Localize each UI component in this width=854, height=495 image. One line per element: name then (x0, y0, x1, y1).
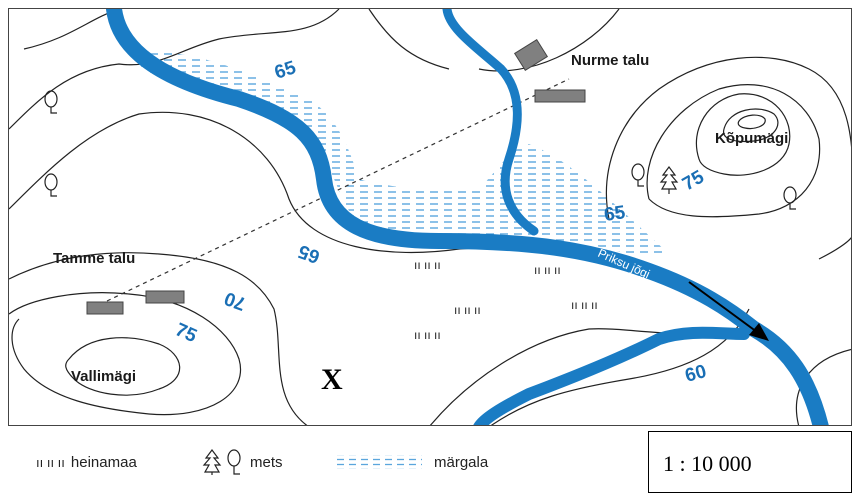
legend-wetland: märgala (336, 448, 488, 476)
contour-line (368, 9, 450, 70)
wetland-legend-icon (336, 455, 422, 469)
building (513, 38, 549, 72)
river-tributary (442, 9, 539, 236)
meadow-symbols: ıı ıı ıı ıı ıı ıı ıı ıı ıı ıı ıı ıı ıı ı… (414, 258, 598, 342)
contour-label: 65 (272, 57, 299, 84)
scale-text: 1 : 10 000 (663, 451, 752, 476)
building (145, 290, 185, 304)
direction-arrow (688, 281, 769, 341)
legend-wetland-label: märgala (434, 453, 489, 471)
contour-line (9, 9, 340, 130)
contour-line (723, 108, 779, 143)
place-label-nurme: Nurme talu (571, 52, 650, 69)
deciduous-tree-icon (783, 186, 797, 210)
contour-line (490, 308, 750, 425)
profile-line (106, 78, 570, 302)
map-canvas: Priksu jõgi ıı ıı ıı ıı ıı ıı ıı ıı ıı ı… (9, 9, 851, 425)
river-branch (473, 326, 750, 425)
contour-label: 60 (683, 361, 709, 387)
place-label-kopumagi: Kõpumägi (715, 130, 789, 147)
deciduous-tree-icon (44, 173, 58, 197)
contour-label: 75 (172, 319, 200, 347)
contour-line (9, 252, 308, 425)
contour-label: 65 (295, 240, 322, 267)
meadow-symbol: ıı ıı ıı (414, 328, 441, 342)
meadow-symbol: ıı ıı ıı (534, 263, 561, 277)
contour-label: 70 (222, 287, 249, 314)
building (534, 89, 586, 103)
contour-line (646, 84, 821, 218)
building (86, 301, 124, 315)
meadow-legend-icon: ıı ıı ıı (36, 454, 65, 470)
legend-meadow-label: heinamaa (70, 453, 137, 471)
location-marker: X (321, 363, 343, 396)
contour-label: 65 (603, 202, 627, 226)
deciduous-tree-icon (44, 90, 58, 114)
meadow-symbol: ıı ıı ıı (571, 298, 598, 312)
contour-line (737, 114, 766, 130)
buildings (86, 38, 586, 315)
scale-box: 1 : 10 000 (648, 431, 852, 493)
meadow-symbol: ıı ıı ıı (454, 303, 481, 317)
deciduous-tree-icon (631, 163, 645, 187)
contour-line (65, 337, 181, 396)
place-label-tamme: Tamme talu (53, 250, 136, 267)
legend-forest-label: mets (250, 453, 283, 471)
contour-line (23, 9, 120, 50)
contour-label: 75 (679, 166, 708, 195)
place-label-vallimagi: Vallimägi (71, 368, 137, 385)
contour-lines (9, 9, 851, 425)
deciduous-trees (44, 90, 797, 210)
meadow-symbol: ıı ıı ıı (414, 258, 441, 272)
conifer-tree-icon (659, 166, 679, 194)
contour-line (818, 236, 851, 260)
forest-legend-icon (202, 449, 241, 475)
contour-line (605, 56, 851, 220)
topographic-map: Priksu jõgi ıı ıı ıı ıı ıı ıı ıı ıı ıı ı… (8, 8, 852, 426)
legend-meadow: ıı ıı ıı heinamaa (36, 448, 137, 476)
wetland-area (141, 51, 669, 256)
contour-line (695, 93, 791, 176)
contour-line (9, 292, 242, 416)
legend-forest: mets (200, 448, 283, 476)
